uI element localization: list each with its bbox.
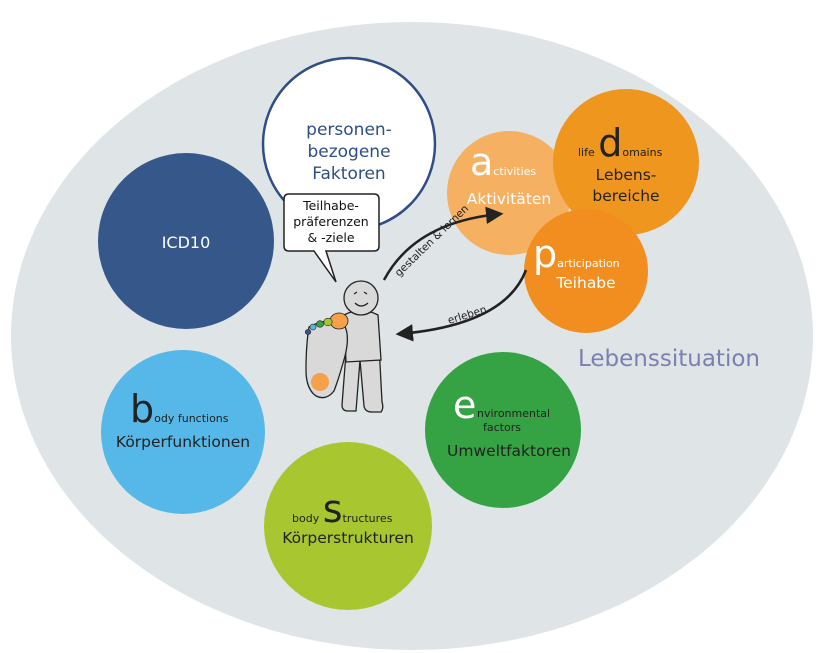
body-structures-header: body structures [292,487,393,531]
body-structures-letter: s [323,487,343,531]
body-functions-label: Körperfunktionen [116,433,250,451]
participation-label: Teihabe [555,274,615,292]
life-domains-header: life domains [578,121,663,165]
activities-header: activities [470,140,536,184]
environmental-rest2: factors [483,421,521,434]
environmental-label: Umweltfaktoren [447,442,571,460]
life-domains-prefix: life [578,146,598,159]
activities-label: Aktivitäten [467,190,551,208]
body-structures-circle [264,442,432,610]
activities-letter: a [470,140,493,184]
environmental-rest1: nvironmental [477,407,550,420]
lebenssituation-label: Lebenssituation [578,346,760,372]
life-domains-letter: d [598,121,622,165]
activities-circle [447,131,571,255]
environmental-letter: e [453,383,476,427]
arrow-erleben [395,269,528,342]
environmental-factors-circle [425,352,581,508]
body-functions-header: body functions [130,387,229,431]
personal-factors-line2: bezogene [307,142,390,162]
arrow-gestalten [382,206,504,281]
speech-bubble-line2: präferenzen [293,214,368,229]
participation-header: participation [533,232,620,276]
participation-circle [524,209,648,333]
participation-letter: p [533,232,557,276]
body-functions-circle [101,350,265,514]
icd10-circle [98,153,274,329]
body-structures-prefix: body [292,512,323,525]
icd10-label: ICD10 [162,233,211,252]
personal-factors-line3: Faktoren [312,164,385,184]
foot-icon [304,312,349,399]
speech-bubble [283,193,380,283]
body-functions-rest: ody functions [154,412,229,425]
personal-factors-line1: personen- [306,120,392,140]
body-structures-label: Körperstrukturen [282,529,414,547]
life-domains-rest: omains [622,146,662,159]
body-structures-rest: tructures [343,512,393,525]
body-functions-letter: b [130,387,154,431]
activities-rest: ctivities [493,165,536,178]
life-domains-line1: Lebens- [596,166,657,184]
person-figure [331,280,384,413]
participation-rest: articipation [557,257,620,270]
life-domains-circle [553,89,699,235]
life-domains-line2: bereiche [592,187,659,205]
speech-bubble-line1: Teilhabe- [302,198,359,213]
speech-bubble-line3: & -ziele [307,230,354,245]
